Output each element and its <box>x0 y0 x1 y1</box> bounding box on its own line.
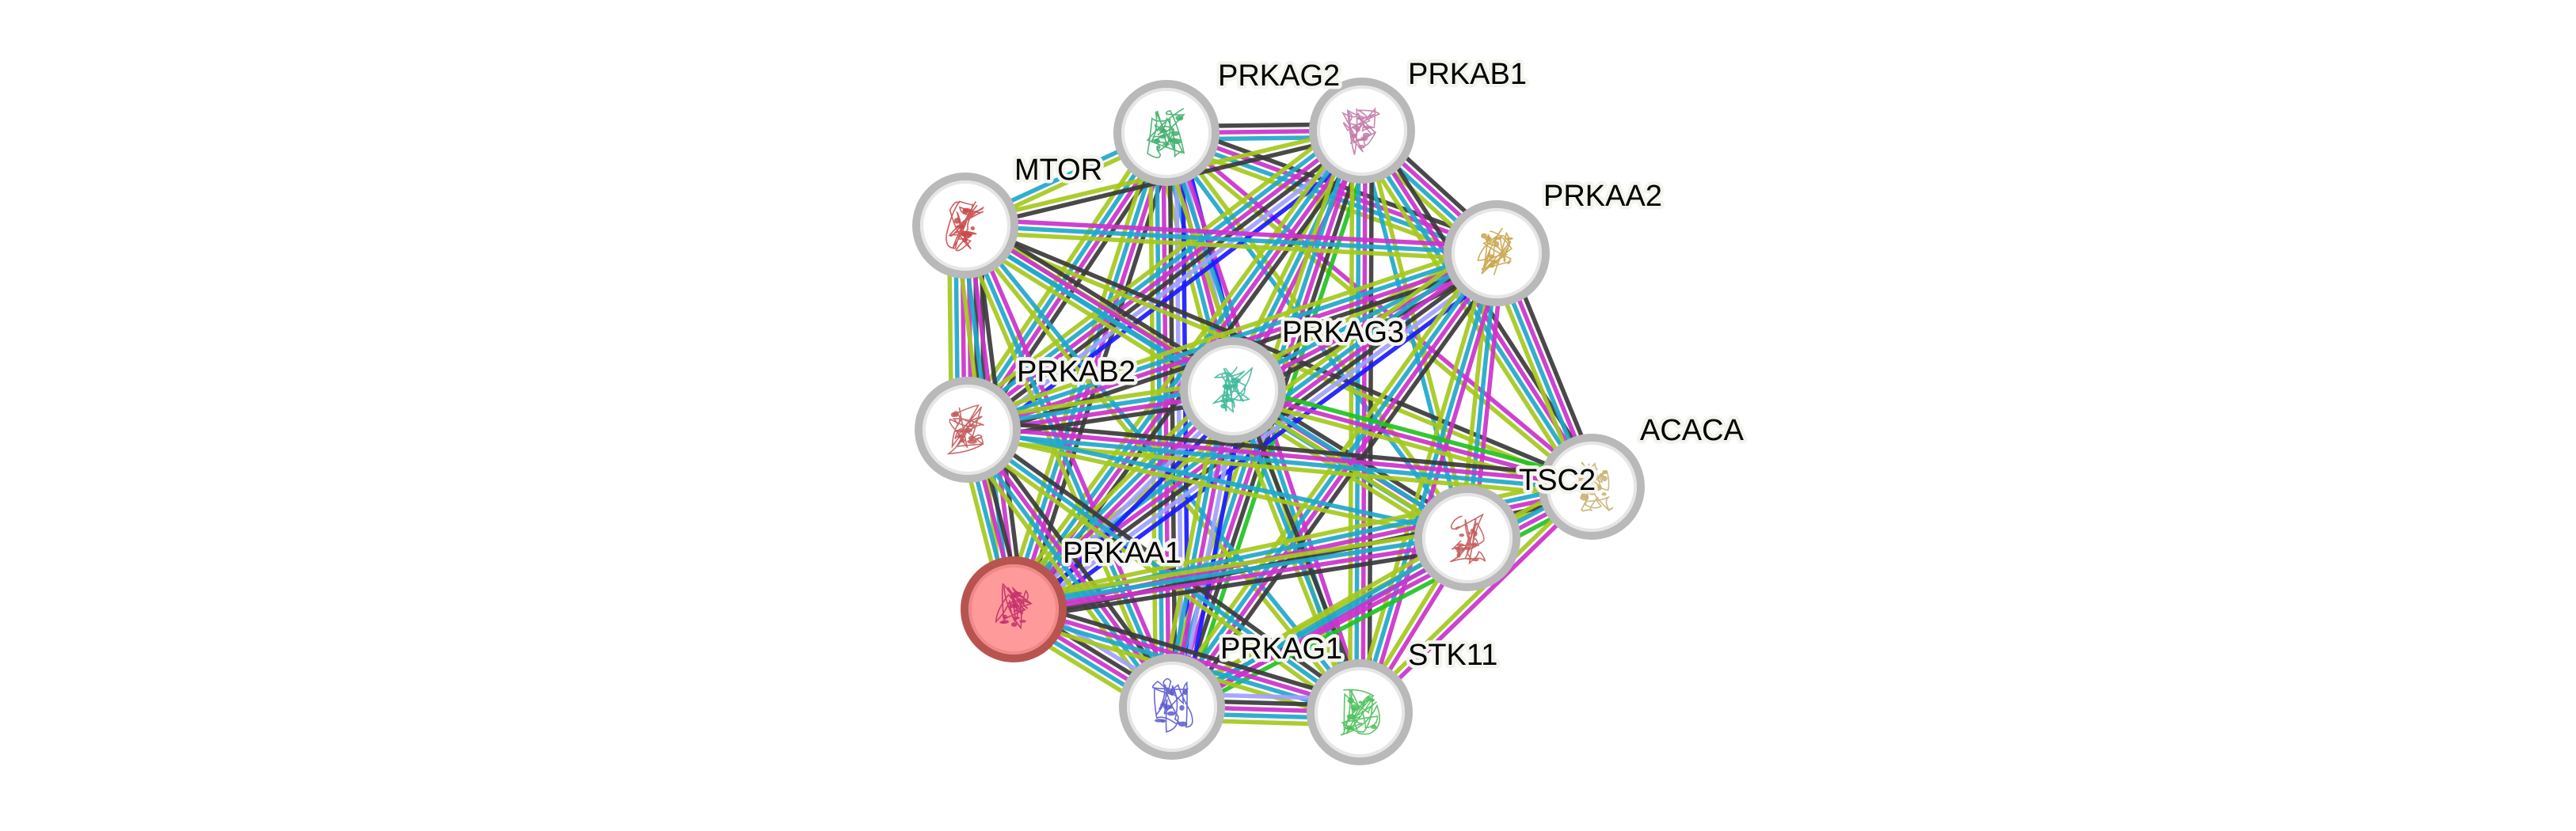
protein-structure-icon <box>1341 107 1381 155</box>
evidence-line-coexpression <box>968 131 1366 434</box>
evidence-line-database <box>963 430 1171 711</box>
protein-structure-icon <box>1151 677 1193 733</box>
node-label-stk11: STK11 <box>1408 639 1497 672</box>
evidence-line-neighborhood <box>1175 493 1597 718</box>
evidence-line-database <box>967 431 1592 492</box>
evidence-line-textmining <box>1356 483 1592 712</box>
node-prkag3[interactable] <box>1180 337 1286 443</box>
evidence-line-experiments <box>1014 539 1469 615</box>
evidence-line-database <box>1170 536 1469 709</box>
node-prkaa2[interactable] <box>1444 200 1550 306</box>
evidence-line-textmining <box>1011 526 1467 602</box>
evidence-line-textmining <box>957 227 1169 711</box>
node-inner-shadow <box>968 564 1059 655</box>
edge-mtor-prkag1[interactable] <box>957 222 1181 711</box>
node-inner-shadow <box>920 180 1010 271</box>
evidence-line-textmining <box>1003 379 1226 602</box>
evidence-line-coexpression <box>1014 545 1470 621</box>
node-label-prkaa1: PRKAA1 <box>1063 537 1181 570</box>
evidence-line-database <box>968 424 1469 537</box>
protein-structure-icon <box>946 200 984 252</box>
node-circle[interactable] <box>1180 337 1286 443</box>
evidence-line-database <box>966 427 1361 715</box>
evidence-line-experiments <box>1014 133 1172 612</box>
protein-structure-icon <box>1449 513 1486 565</box>
protein-structure-icon <box>1146 108 1185 158</box>
evidence-line-textmining <box>966 431 1467 544</box>
node-inner-shadow <box>1422 493 1512 583</box>
evidence-line-homology <box>972 136 1370 439</box>
evidence-line-experiments <box>1360 487 1596 716</box>
node-inner-shadow <box>1452 208 1542 298</box>
evidence-line-coexpression <box>968 418 1593 480</box>
protein-structure-icon <box>995 582 1033 630</box>
evidence-line-coexpression <box>1015 598 1364 705</box>
evidence-line-experiments <box>968 424 1592 486</box>
protein-structure-icon <box>946 404 984 455</box>
node-label-mtor: MTOR <box>1014 154 1102 187</box>
node-label-prkag3: PRKAG3 <box>1282 316 1404 349</box>
evidence-line-textmining <box>964 241 1494 423</box>
evidence-line-database <box>1167 249 1496 707</box>
node-prkab1[interactable] <box>1309 78 1415 184</box>
node-label-tsc2: TSC2 <box>1519 464 1596 497</box>
node-inner-shadow <box>923 385 1013 475</box>
edge-prkab2-tsc2[interactable] <box>966 424 1469 544</box>
edge-mtor-prkaa2[interactable] <box>965 217 1497 262</box>
evidence-line-textmining <box>956 116 1354 419</box>
evidence-line-coexpression <box>1237 386 1368 711</box>
node-inner-shadow <box>1188 345 1278 435</box>
evidence-line-cooccurrence <box>1022 264 1508 624</box>
node-inner-shadow <box>1547 442 1637 532</box>
node-circle[interactable] <box>1414 485 1520 591</box>
node-prkab2[interactable] <box>915 377 1021 483</box>
node-mtor[interactable] <box>912 173 1018 279</box>
node-label-prkag2: PRKAG2 <box>1218 59 1340 93</box>
protein-structure-icon <box>1340 689 1380 736</box>
evidence-line-database <box>965 223 1497 256</box>
node-stk11[interactable] <box>1307 659 1413 765</box>
evidence-line-textmining <box>965 230 1497 262</box>
evidence-line-experiments <box>965 217 1497 249</box>
node-inner-shadow <box>1127 662 1217 752</box>
node-tsc2[interactable] <box>1414 485 1520 591</box>
nodes-layer <box>912 78 1645 765</box>
evidence-line-textmining <box>1352 135 1586 494</box>
evidence-line-experiments <box>1173 253 1501 711</box>
node-label-prkab1: PRKAB1 <box>1408 58 1527 91</box>
node-label-prkab2: PRKAB2 <box>1017 355 1136 389</box>
node-prkaa1[interactable] <box>961 556 1067 662</box>
evidence-line-textmining <box>963 226 1592 492</box>
protein-structure-icon <box>1477 227 1513 275</box>
evidence-line-experiments <box>968 222 1181 705</box>
evidence-line-database <box>1012 533 1467 609</box>
evidence-line-database <box>963 224 1174 708</box>
protein-structure-icon <box>1212 366 1254 414</box>
node-label-acaca: ACACA <box>1640 414 1745 447</box>
node-inner-shadow <box>1315 667 1405 757</box>
node-prkag2[interactable] <box>1113 80 1220 186</box>
node-label-prkag1: PRKAG1 <box>1220 632 1342 666</box>
node-circle[interactable] <box>961 556 1067 662</box>
protein-structure-icon <box>1573 461 1614 512</box>
evidence-line-coexpression <box>1178 257 1507 714</box>
edge-acaca-stk11[interactable] <box>1356 483 1596 716</box>
evidence-line-neighborhood <box>1234 381 1594 483</box>
node-acaca[interactable] <box>1539 434 1645 540</box>
node-inner-shadow <box>1317 85 1407 176</box>
node-inner-shadow <box>1121 88 1212 178</box>
node-label-prkaa2: PRKAA2 <box>1543 180 1662 213</box>
node-prkag1[interactable] <box>1119 654 1225 760</box>
evidence-line-cooccurrence <box>1021 397 1244 620</box>
evidence-line-experiments <box>1364 254 1505 715</box>
node-circle[interactable] <box>1444 200 1550 306</box>
edge-tsc2-prkaa1[interactable] <box>1011 526 1470 621</box>
